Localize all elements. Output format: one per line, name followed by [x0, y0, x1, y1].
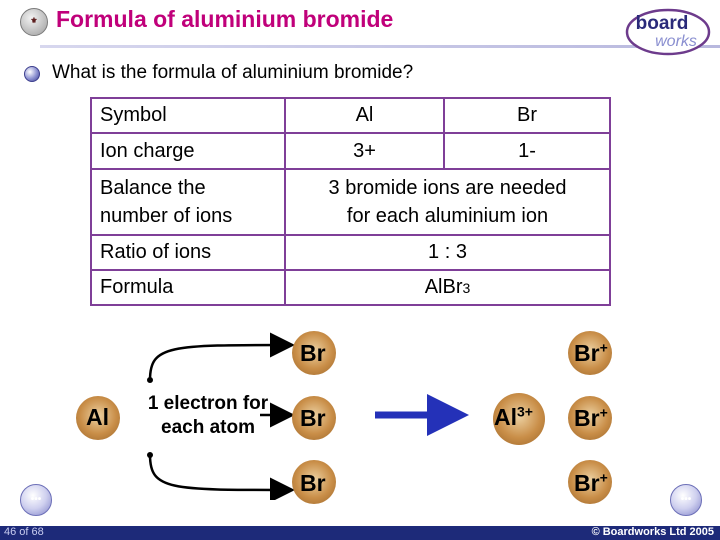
electron-transfer-diagram [147, 332, 469, 500]
slide-title: Formula of aluminium bromide [56, 6, 394, 32]
electron-note-line2: each atom [161, 417, 255, 438]
electron-note: 1 electron for each atom [128, 392, 288, 440]
ratio-value: 1 : 3 [286, 236, 609, 269]
al-ion-symbol: Al [494, 404, 517, 430]
br-ion-top-circle [568, 331, 612, 375]
symbol-al: Al [286, 99, 443, 132]
br-atom-bottom: Br [300, 470, 326, 496]
question-text: What is the formula of aluminium bromide… [52, 62, 414, 83]
school-logo-icon: ⚜ [20, 8, 48, 36]
electron-dot-bottom [147, 452, 153, 458]
ion-table: Symbol Al Br Ion charge 3+ 1- Balance th… [90, 97, 611, 306]
electron-dot-top [147, 377, 153, 383]
al-ion-circle [493, 393, 545, 445]
logo-glyph: ⚜ [30, 16, 38, 25]
br-ion-middle: Br+ [574, 405, 608, 432]
br-ion-middle-symbol: Br [574, 405, 600, 431]
copyright: © Boardworks Ltd 2005 [591, 526, 714, 538]
arrow-to-bottom-br [148, 454, 295, 500]
charge-br: 1- [445, 134, 609, 168]
br-atom-middle: Br [300, 405, 326, 431]
footer-bar [0, 526, 720, 540]
br-ion-middle-charge: + [599, 404, 608, 421]
slide-number: 46 of 68 [4, 526, 44, 538]
symbol-label: Symbol [92, 99, 284, 132]
next-icon: ••• [680, 494, 692, 505]
balance-label-line1: Balance the [100, 177, 206, 199]
logo-board-text: board [636, 13, 689, 34]
al-ion: Al3+ [494, 404, 533, 431]
charge-al: 3+ [286, 134, 443, 168]
al-atom-circle [76, 396, 120, 440]
br-ion-bottom-circle [568, 460, 612, 504]
charge-label: Ion charge [92, 134, 284, 168]
prev-icon: ••• [30, 494, 42, 505]
br-atom-bottom-circle [292, 460, 336, 504]
balance-text-line2: for each aluminium ion [346, 205, 549, 227]
logo-ellipse [625, 8, 711, 56]
formula-subscript: 3 [462, 279, 471, 296]
br-atom-top: Br [300, 340, 326, 366]
br-ion-bottom: Br+ [574, 470, 608, 497]
boardworks-logo: board works [625, 8, 711, 56]
balance-text-line1: 3 bromide ions are needed [328, 177, 567, 199]
symbol-br: Br [445, 99, 609, 132]
br-ion-top-symbol: Br [574, 340, 600, 366]
logo-works-text: works [655, 33, 697, 50]
br-ion-bottom-charge: + [599, 469, 608, 486]
bullet-icon [24, 66, 40, 82]
next-slide-button[interactable]: ••• [670, 484, 702, 516]
arrow-to-top-br [148, 332, 295, 381]
formula-label: Formula [92, 271, 284, 304]
br-ion-top: Br+ [574, 340, 608, 367]
al-atom: Al [86, 404, 109, 430]
previous-slide-button[interactable]: ••• [20, 484, 52, 516]
title-underline [40, 45, 720, 48]
balance-text: 3 bromide ions are needed for each alumi… [286, 170, 609, 234]
ratio-label: Ratio of ions [92, 236, 284, 269]
al-ion-charge: 3+ [517, 403, 533, 420]
br-ion-middle-circle [568, 396, 612, 440]
br-ion-bottom-symbol: Br [574, 470, 600, 496]
balance-label-line2: number of ions [100, 205, 233, 227]
electron-note-line1: 1 electron for [147, 393, 269, 414]
br-atom-top-circle [292, 331, 336, 375]
br-ion-top-charge: + [599, 339, 608, 356]
formula-main: AlBr [424, 276, 463, 298]
balance-label: Balance the number of ions [92, 170, 284, 234]
br-atom-middle-circle [292, 396, 336, 440]
